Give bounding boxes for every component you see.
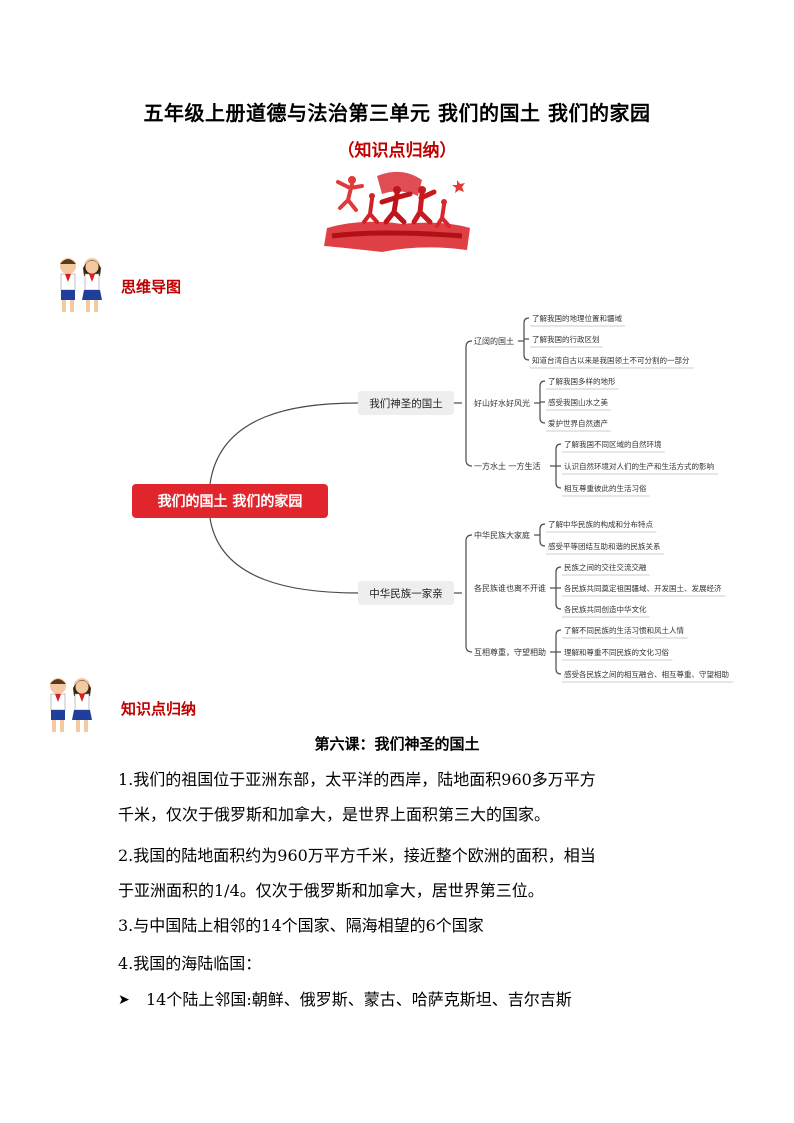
page-title: 五年级上册道德与法治第三单元 我们的国土 我们的家园 [143, 101, 651, 125]
section-label-mindmap: 思维导图 [121, 278, 182, 296]
mind-map-leaf: 了解不同民族的生活习惯和风土人情 [564, 625, 684, 635]
mind-map-leaf: 民族之间的交往交流交融 [564, 562, 647, 572]
mind-map-leaf: 认识自然环境对人们的生产和生活方式的影响 [564, 461, 714, 471]
mind-map-leaf: 感受各民族之间的相互融合、相互尊重、守望相助 [564, 669, 729, 679]
page-subtitle: （知识点归纳） [337, 141, 457, 161]
arrow-bullet-icon: ➤ [118, 992, 130, 1008]
mind-map-topic: 好山好水好风光 [474, 398, 530, 408]
mind-map-leaf: 相互尊重彼此的生活习俗 [564, 483, 647, 493]
students-icon [60, 258, 102, 312]
mind-map-topic: 互相尊重，守望相助 [474, 647, 546, 657]
banner-illustration [324, 171, 470, 252]
mind-map-branch-label: 我们神圣的国土 [369, 397, 443, 410]
mind-map-branch [358, 391, 454, 415]
mind-map-topic: 一方水土 一方生活 [474, 461, 541, 471]
paragraph-line: 4.我国的海陆临国： [118, 954, 262, 973]
section-label-knowledge: 知识点归纳 [121, 700, 197, 718]
mind-map-nodes: 我们的国土 我们的家园 我们神圣的国土 辽阔的国土 了解我国的地理位置和疆域了解我国的… [132, 313, 729, 679]
mind-map-leaf: 理解和尊重不同民族的文化习俗 [564, 647, 669, 657]
mind-map-topic: 中华民族大家庭 [474, 530, 530, 540]
bullet-text: 14个陆上邻国:朝鲜、俄罗斯、蒙古、哈萨克斯坦、吉尔吉斯 [146, 990, 572, 1009]
mind-map-branch [358, 581, 454, 605]
mind-map-leaf: 感受平等团结互助和谐的民族关系 [548, 541, 661, 551]
mind-map-root-label: 我们的国土 我们的家园 [158, 493, 303, 510]
mind-map-leaf: 感受我国山水之美 [548, 397, 608, 407]
mind-map-leaf: 知道台湾自古以来是我国领土不可分割的一部分 [532, 355, 690, 365]
mind-map-topic: 各民族谁也离不开谁 [474, 583, 546, 593]
mind-map-leaf: 了解我国不同区域的自然环境 [564, 439, 662, 449]
mind-map-leaf: 了解我国的地理位置和疆域 [532, 313, 622, 323]
mind-map-leaf: 各民族共同奠定祖国疆域、开发国土、发展经济 [564, 583, 722, 593]
mind-map-leaf: 了解我国的行政区划 [532, 334, 600, 344]
students-icon-2 [50, 678, 92, 732]
mind-map-topic: 辽阔的国土 [474, 336, 514, 346]
paragraph-line: 千米，仅次于俄罗斯和加拿大，是世界上面积第三大的国家。 [118, 805, 551, 824]
lesson-title: 第六课：我们神圣的国土 [314, 735, 480, 753]
paragraph-line: 于亚洲面积的1/4。仅次于俄罗斯和加拿大，居世界第三位。 [118, 881, 544, 900]
paragraph-line: 3.与中国陆上相邻的14个国家、隔海相望的6个国家 [118, 916, 484, 935]
paragraph-line: 1.我们的祖国位于亚洲东部，太平洋的西岸，陆地面积960多万平方 [118, 770, 596, 789]
mind-map-leaf: 各民族共同创造中华文化 [564, 604, 647, 614]
mind-map-root [132, 484, 328, 518]
mind-map-leaf: 了解我国多样的地形 [548, 376, 616, 386]
paragraph-line: 2.我国的陆地面积约为960万平方千米，接近整个欧洲的面积，相当 [118, 846, 596, 865]
mind-map: 我们的国土 我们的家园 我们神圣的国土 辽阔的国土 了解我国的地理位置和疆域了解我国的… [132, 313, 734, 683]
mind-map-leaf: 爱护世界自然遗产 [548, 418, 608, 428]
mind-map-leaf: 了解中华民族的构成和分布特点 [548, 519, 653, 529]
mind-map-branch-label: 中华民族一家亲 [369, 587, 443, 600]
mind-map-connectors [209, 317, 734, 683]
